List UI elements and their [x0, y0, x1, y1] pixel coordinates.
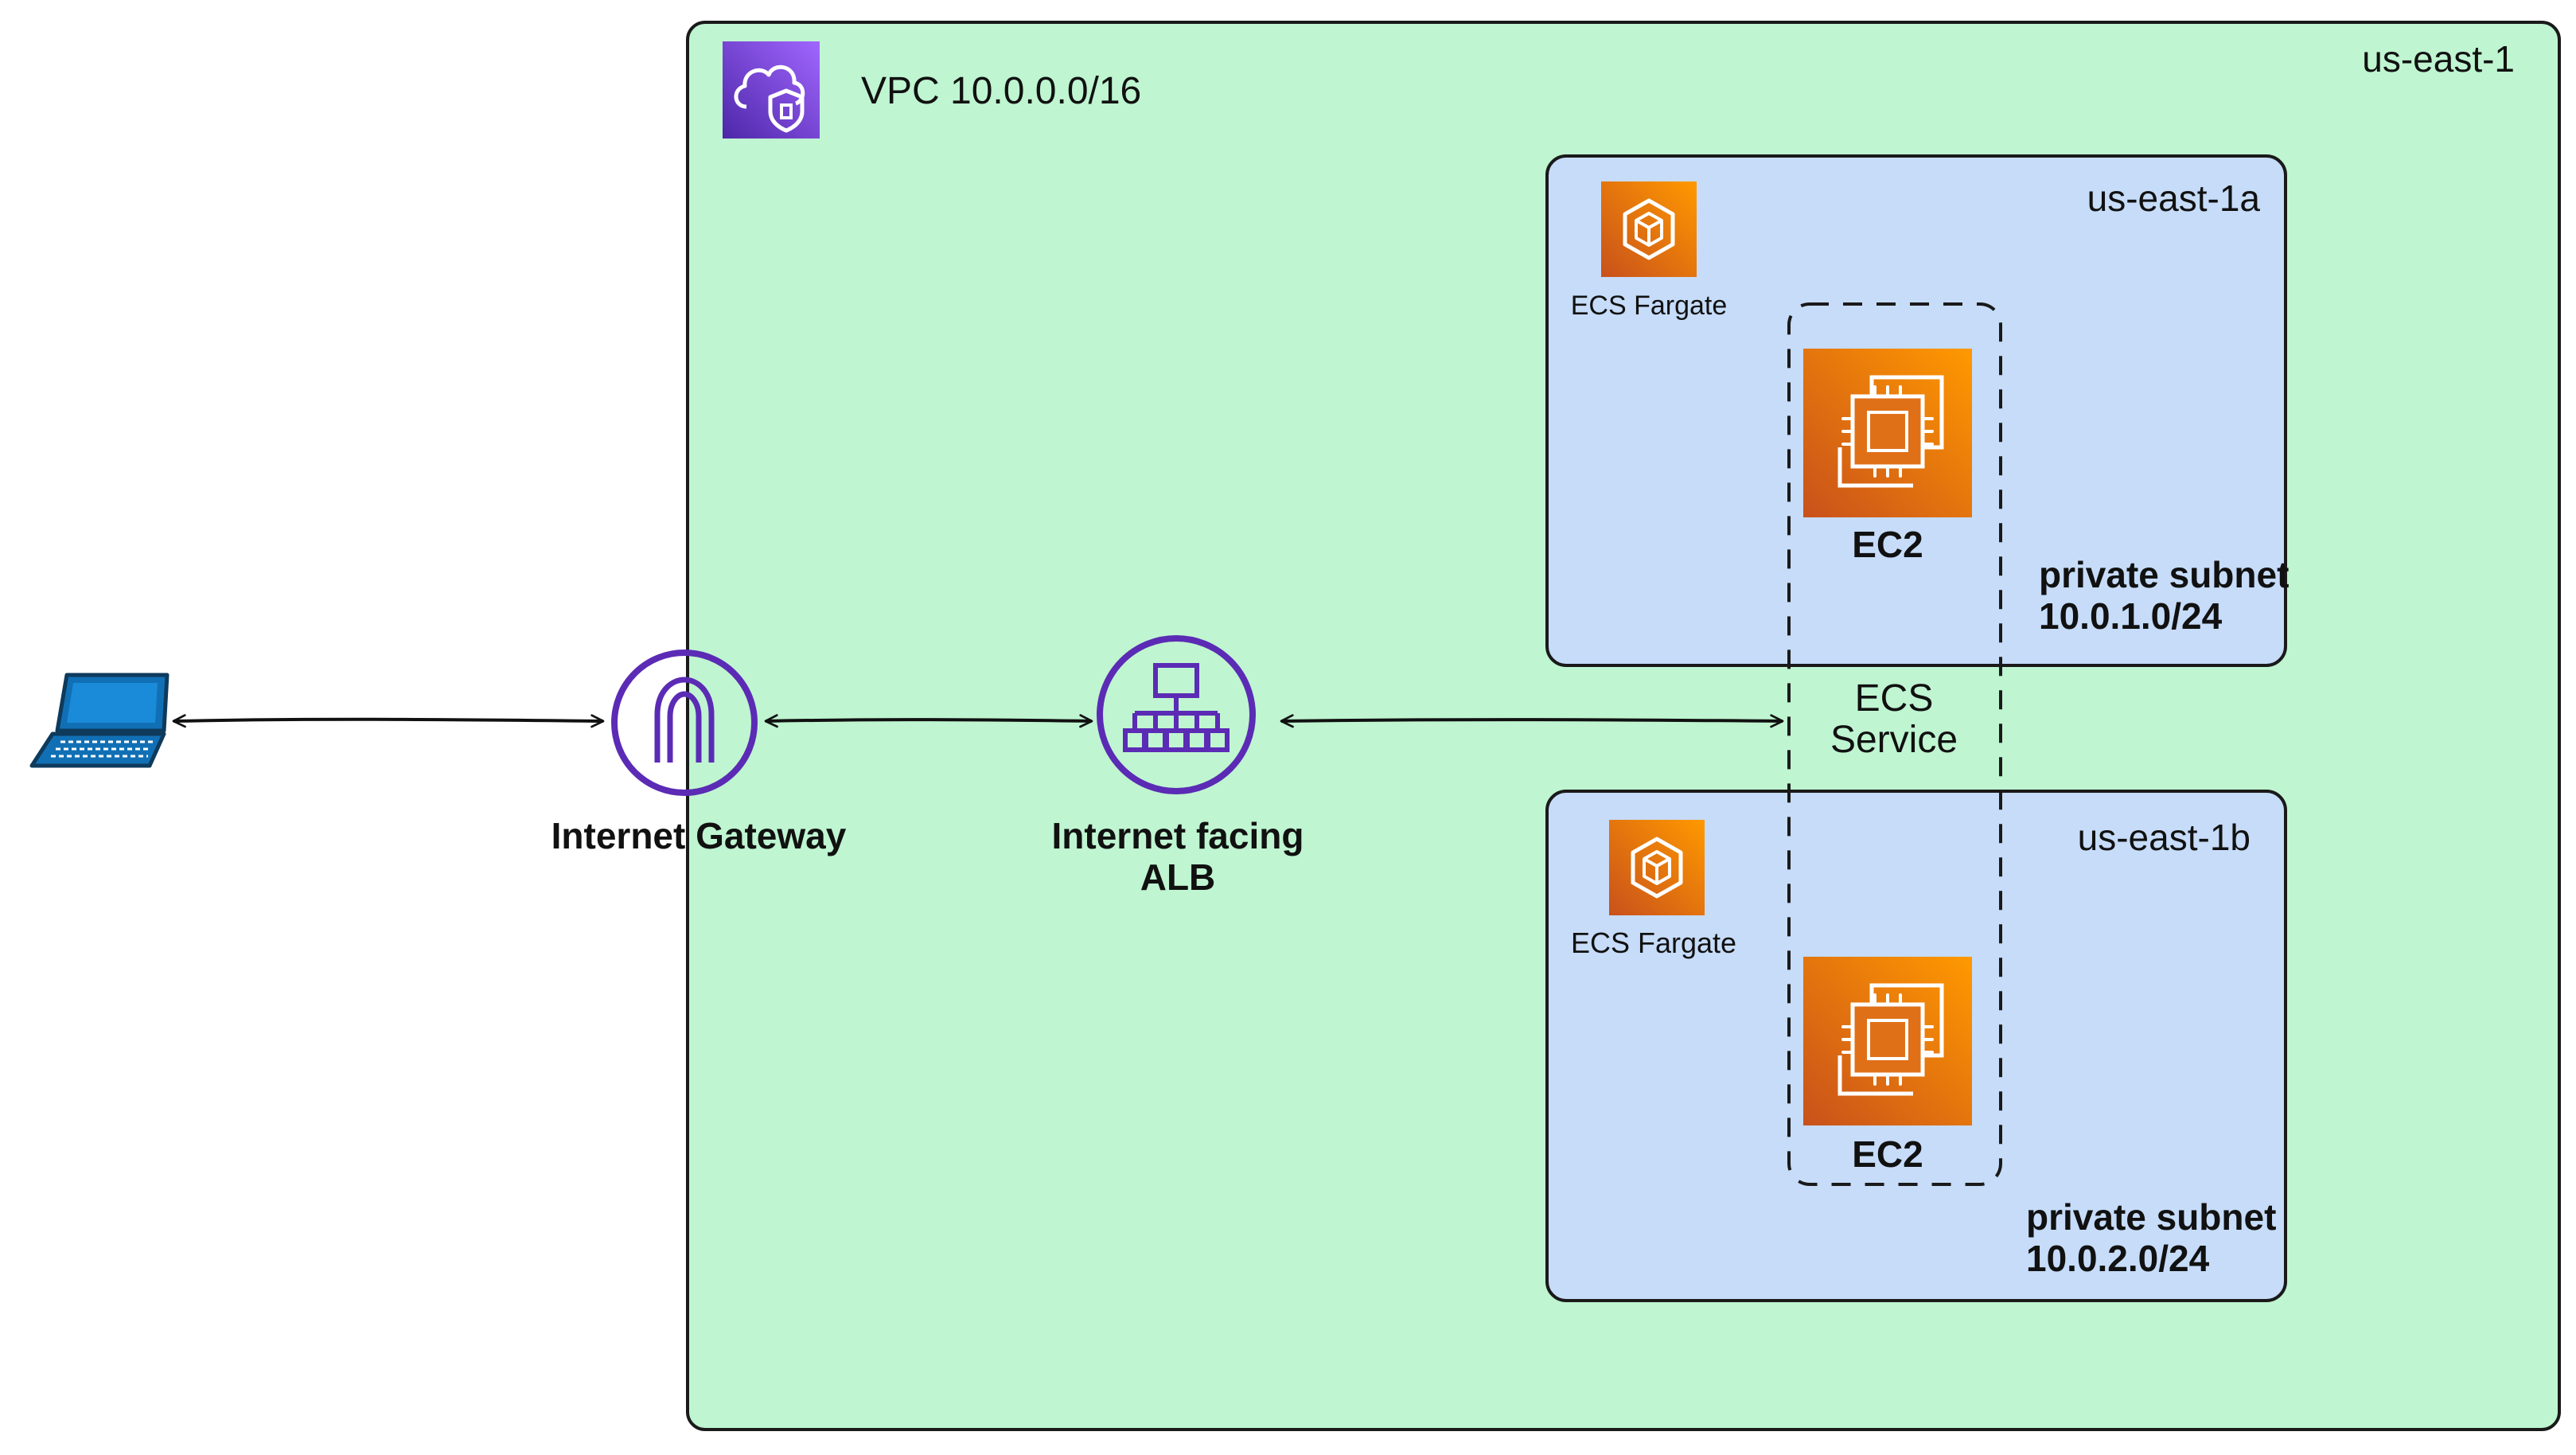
ecs-fargate-label-a: ECS Fargate — [1571, 291, 1728, 321]
ec2-icon — [1803, 957, 1972, 1125]
connector-alb-ecs-service — [1280, 714, 1784, 728]
vpc-label: VPC 10.0.0.0/16 — [861, 70, 1141, 112]
alb-label-line1: Internet facing — [1052, 815, 1304, 856]
ecs-service-label-line2: Service — [1830, 719, 1958, 761]
ecs-fargate-icon — [1609, 820, 1705, 915]
subnet-b-label-line1: private subnet — [2026, 1196, 2276, 1238]
ecs-service-label-line1: ECS — [1855, 677, 1934, 720]
subnet-a-label-line1: private subnet — [2039, 554, 2289, 595]
ec2-icon — [1803, 349, 1972, 517]
internet-gateway-label: Internet Gateway — [551, 815, 847, 856]
subnet-b-label-line2: 10.0.2.0/24 — [2026, 1238, 2210, 1279]
load-balancer-icon — [1097, 635, 1256, 794]
vpc-cloud-shield-icon — [723, 41, 820, 138]
az-b-label: us-east-1b — [2078, 817, 2251, 858]
ec2-label-a: EC2 — [1852, 524, 1923, 565]
internet-gateway-icon — [611, 649, 758, 796]
ecs-service-boundary — [1787, 302, 2002, 1186]
subnet-a-label-line2: 10.0.1.0/24 — [2039, 595, 2223, 637]
az-a-label: us-east-1a — [2087, 177, 2261, 219]
ecs-fargate-label-b: ECS Fargate — [1571, 926, 1736, 959]
region-label: us-east-1 — [2362, 38, 2515, 80]
connector-igw-alb — [764, 714, 1093, 728]
ecs-fargate-icon — [1601, 181, 1697, 277]
ec2-label-b: EC2 — [1852, 1133, 1923, 1175]
alb-label-line2: ALB — [1140, 856, 1216, 898]
laptop-icon — [29, 673, 170, 768]
connector-client-igw — [172, 714, 605, 728]
